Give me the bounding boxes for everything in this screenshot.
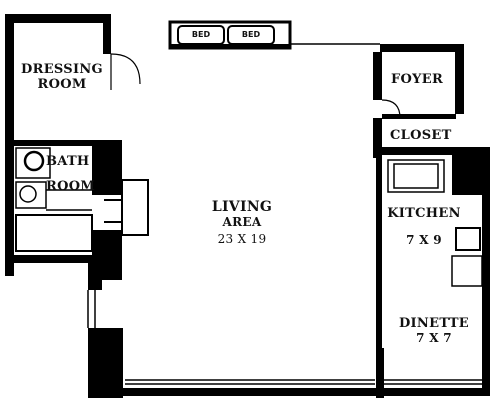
closet-label: CLOSET <box>390 128 452 143</box>
dinette-name: DINETTE <box>398 316 470 331</box>
wall-closet-left <box>373 118 382 158</box>
wall-closet-top <box>382 114 456 119</box>
kitchen-label: KITCHEN 7 X 9 <box>386 206 462 248</box>
bath-room-line1: BATH <box>46 154 90 169</box>
wall-top-left <box>5 14 110 23</box>
wall-right-foyer <box>455 44 464 114</box>
wall-dinette-bottom <box>376 348 384 398</box>
bed-1 <box>177 25 225 45</box>
beds <box>168 20 292 50</box>
living-area-label: LIVING AREA 23 X 19 <box>196 200 288 247</box>
kitchen-name: KITCHEN <box>387 206 461 221</box>
bath-fixtures <box>15 147 93 252</box>
bathtub <box>15 214 93 252</box>
bed-2 <box>227 25 275 45</box>
wall-bottom <box>88 388 490 396</box>
wall-dressing-bottom <box>5 140 105 146</box>
wall-kitchen-block <box>452 155 490 195</box>
bath-room-line2: ROOM <box>46 179 96 194</box>
kitchen-dims: 7 X 9 <box>406 233 442 247</box>
foyer-label: FOYER <box>391 72 444 87</box>
wall-bath-bottom <box>5 255 122 263</box>
wall-dressing-right <box>103 14 111 54</box>
bed-1-label: BED <box>191 30 211 39</box>
wall-kitchen-left <box>376 158 382 358</box>
dressing-room-line2: ROOM <box>37 77 87 92</box>
wall-right-lower <box>482 155 490 395</box>
wall-top-right <box>380 44 462 52</box>
wall-left-lower <box>88 260 102 290</box>
kitchen-fixtures <box>387 159 483 287</box>
windows <box>87 43 482 385</box>
dressing-room-line1: DRESSING <box>21 62 103 77</box>
wall-bath-right <box>92 140 122 195</box>
dinette-dims: 7 X 7 <box>416 331 452 345</box>
kitchen-counter-top <box>387 159 445 193</box>
bed-2-label: BED <box>241 30 261 39</box>
wall-bottom-left <box>88 328 123 398</box>
wall-kitchen-top <box>380 147 490 155</box>
kitchen-sink <box>393 163 439 189</box>
living-line2: AREA <box>222 215 262 229</box>
living-line1: LIVING <box>211 199 273 215</box>
fireplace <box>104 179 149 236</box>
bath-room-label: BATH ROOM <box>46 154 95 194</box>
bath-toilet <box>19 185 37 203</box>
kitchen-fridge <box>451 255 483 287</box>
doors <box>110 53 401 119</box>
wall-foyer-left <box>373 52 382 100</box>
dinette-label: DINETTE 7 X 7 <box>392 316 476 346</box>
walls <box>5 14 490 398</box>
bath-sink-counter <box>15 147 51 179</box>
kitchen-range <box>455 227 481 251</box>
dressing-room-label: DRESSING ROOM <box>20 62 104 92</box>
bath-sink <box>23 150 45 172</box>
bath-toilet-area <box>15 181 47 209</box>
living-dims: 23 X 19 <box>217 232 267 246</box>
wall-top <box>170 44 290 48</box>
